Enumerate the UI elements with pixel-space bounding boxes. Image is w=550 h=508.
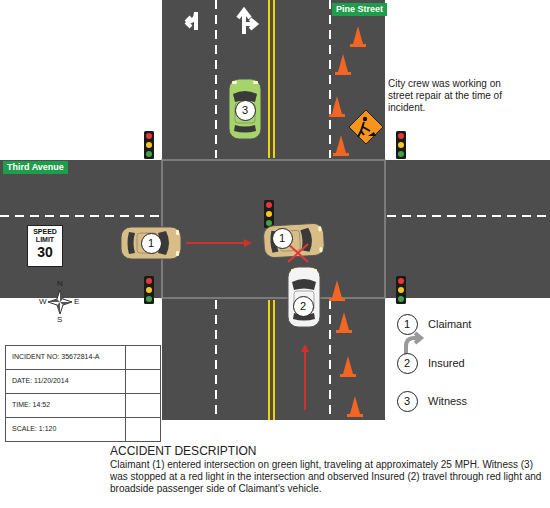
traffic-light [396,131,406,159]
node-text: 2 [404,357,410,369]
traffic-light [144,131,154,159]
node-text: 3 [404,395,410,407]
left-turn-arrow [186,12,196,30]
compass-letter: E [74,297,79,306]
traffic-light [396,276,406,304]
note: City crew was working on street repair a… [388,78,528,114]
claimant-car [121,227,181,259]
callout-number: 1 [272,228,293,249]
callout-number: 3 [235,100,256,121]
sign-heading: SPEED LIMIT [29,228,61,244]
description-heading: ACCIDENT DESCRIPTION [110,444,410,458]
traffic-cones [329,26,366,417]
road-work-sign [349,110,383,144]
node-text: Third Avenue [7,162,64,172]
node-text: Pine Street [336,4,383,14]
compass-letter: S [57,315,62,324]
table-cell: TIME: 14:52 [12,400,124,410]
compass-letter: W [39,297,47,306]
description-text: Claimant (1) entered intersection on gre… [110,459,544,495]
callout-number: 1 [141,233,162,254]
node-text: 1 [148,237,154,249]
traffic-light [264,200,274,228]
legend-callout: 2 [397,353,418,374]
travel-arrow [186,242,250,244]
legend-text: Claimant [428,317,471,331]
straight-left-arrow [288,426,306,450]
incident-table [6,346,161,442]
table-cell: INCIDENT NO: 35672814-A [12,352,124,362]
compass-rose [48,290,72,314]
sign-value: 30 [29,244,61,260]
claimant-car-impact [263,223,325,258]
node-text: 3 [242,104,248,116]
travel-arrow [304,346,306,410]
compass-letter: N [57,279,63,288]
legend-callout: 3 [397,391,418,412]
straight-right-arrow [238,10,256,34]
node-text: 1 [404,318,410,330]
street-name-sign: Third Avenue [3,161,68,174]
traffic-light [144,276,154,304]
street-name-sign: Pine Street [332,3,387,16]
legend-text: Witness [428,394,467,408]
legend-callout: 1 [397,314,418,335]
impact-mark [288,244,308,262]
node-text: 1 [279,232,285,244]
node-text: 2 [300,300,306,312]
table-cell: SCALE: 1:120 [12,424,124,434]
witness-car [229,79,261,139]
intersection-outline [162,160,385,298]
insured-car [288,267,320,327]
callout-number: 2 [293,296,314,317]
table-cell: DATE: 11/20/2014 [12,376,124,386]
lane-dashes [0,0,550,420]
third-avenue-road [0,160,550,298]
speed-limit-sign: SPEED LIMIT30 [27,225,63,267]
legend-text: Insured [428,356,465,370]
